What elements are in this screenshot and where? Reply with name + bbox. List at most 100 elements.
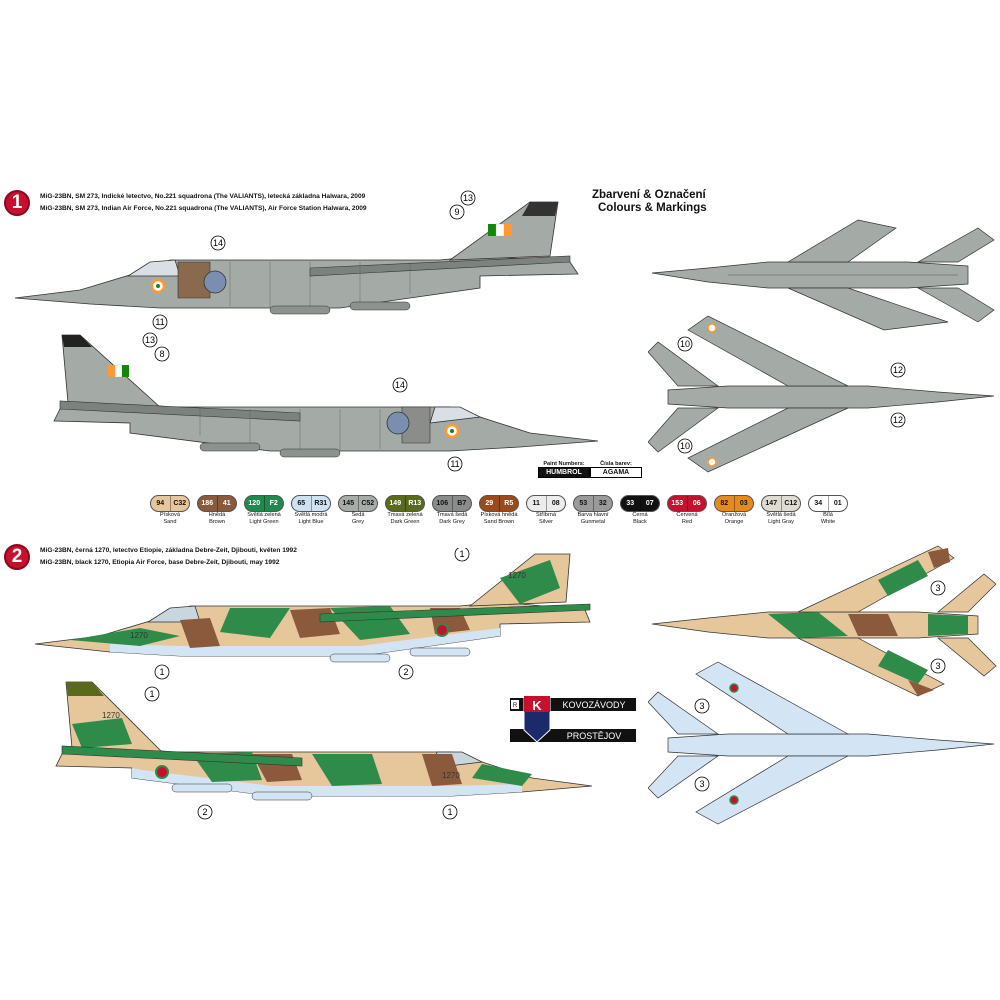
aircraft-1-side-top: 13 9 14 11: [14, 190, 579, 330]
swatch-name-en: Sand: [163, 519, 177, 525]
logo-line2: PROSTĚJOV: [567, 731, 622, 741]
swatch-name-en: Black: [633, 519, 647, 525]
agama-number: F2: [263, 496, 284, 511]
aircraft-2-bottom-view: 3 3: [648, 661, 995, 825]
agama-number: R5: [498, 496, 519, 511]
aircraft-1-bottom-view: 10 12 12 10: [648, 315, 995, 473]
canopy: [126, 259, 181, 277]
pylon-store: [349, 301, 411, 311]
stabilizer-upper: [916, 227, 995, 263]
agama-number: 01: [827, 496, 848, 511]
swatch-name-cz: Tmavá zelená: [387, 512, 423, 518]
agama-number: C52: [357, 496, 378, 511]
section-2-caption-en: MiG-23BN, black 1270, Etiopia Air Force,…: [40, 559, 280, 566]
callout-label: 1: [149, 689, 154, 699]
aircraft-2-side-top: 1270 1270 1 1 2: [34, 548, 591, 680]
stabilizer-lower: [937, 637, 997, 677]
aircraft-2-side-bottom: 1270 1270 1 2 1: [55, 681, 593, 820]
swatch-name-en: Brown: [209, 519, 225, 525]
wing-upper: [695, 661, 850, 735]
callout-label: 2: [202, 807, 207, 817]
fuselage: [667, 733, 995, 757]
pylon-store: [251, 791, 313, 801]
swatch-name-en: Grey: [351, 519, 365, 525]
tail-tip: [66, 682, 104, 696]
callout-label: 8: [159, 349, 164, 359]
agama-number: 07: [639, 496, 660, 511]
agama-number: B7: [451, 496, 472, 511]
roundel-wing: [707, 323, 717, 333]
humbrol-number: 147: [765, 500, 778, 507]
wing-upper: [786, 219, 897, 263]
fin-flag-green: [488, 224, 496, 236]
callout-label: 12: [893, 415, 903, 425]
stabilizer-lower: [916, 287, 995, 323]
pylon-store: [409, 647, 471, 657]
swatch-name-cz: Písková: [160, 512, 180, 518]
agama-number: 06: [686, 496, 707, 511]
swatch-name-cz: Černá: [632, 512, 648, 518]
callout-group: 3 3: [694, 698, 710, 792]
squadron-badge: [386, 411, 410, 435]
swatch-name-en: Silver: [539, 519, 553, 525]
humbrol-number: 53: [579, 500, 588, 507]
wing-lower: [787, 287, 949, 331]
section-2-caption-cz: MiG-23BN, černá 1270, letectvo Etiopie, …: [40, 547, 297, 554]
humbrol-number: 149: [389, 500, 402, 507]
stabilizer-upper: [648, 341, 720, 387]
humbrol-number: 153: [671, 500, 684, 507]
callout-label: 14: [213, 238, 223, 248]
logo-letter: K: [532, 698, 542, 713]
roundel-fuselage: [155, 765, 169, 779]
pylon-store: [199, 442, 261, 452]
callout-group: 13 9 14 11: [152, 190, 476, 330]
callout-label: 13: [145, 335, 155, 345]
camo-brown: [180, 608, 470, 648]
callout-label: 1: [159, 667, 164, 677]
swatch-name-cz: Světlá zelená: [247, 512, 281, 518]
callout-label: 1: [459, 549, 464, 559]
callout-label: 10: [680, 339, 690, 349]
humbrol-number: 11: [532, 500, 540, 507]
serial-number: 1270: [442, 771, 460, 780]
fin-flag-green: [122, 365, 129, 377]
aircraft-1-top-view: [651, 219, 995, 331]
swatch-name-cz: Světlá modrá: [294, 512, 328, 518]
swatch-pill: 34 01: [808, 495, 848, 512]
agama-number: R13: [404, 496, 425, 511]
callout-label: 9: [454, 207, 459, 217]
logo-line1: KOVOZÁVODY: [562, 700, 625, 710]
camo-green: [70, 560, 560, 646]
callout-group: 1 1 2: [154, 548, 470, 680]
humbrol-number: 94: [156, 500, 165, 507]
kovozavody-logo: R K KOVOZÁVODY PROSTĚJOV: [510, 695, 636, 744]
aircraft-1-side-bottom: 13 8 14 11: [53, 332, 599, 472]
pylon-store: [171, 783, 233, 793]
section-1-caption-cz: MiG-23BN, SM 273, Indické letectvo, No.2…: [40, 193, 366, 200]
pylon-store: [329, 653, 391, 663]
humbrol-number: 34: [814, 500, 823, 507]
swatch-name-cz: Bílá: [823, 512, 833, 518]
aircraft-2-top-view: 3 3: [651, 545, 997, 697]
fin-flag-white: [495, 223, 505, 237]
callout-group: 10 12 12 10: [677, 336, 906, 454]
roundel-fuselage: [435, 623, 449, 637]
humbrol-number: 65: [297, 500, 306, 507]
humbrol-number: 145: [342, 500, 355, 507]
wing-lower: [695, 755, 849, 825]
